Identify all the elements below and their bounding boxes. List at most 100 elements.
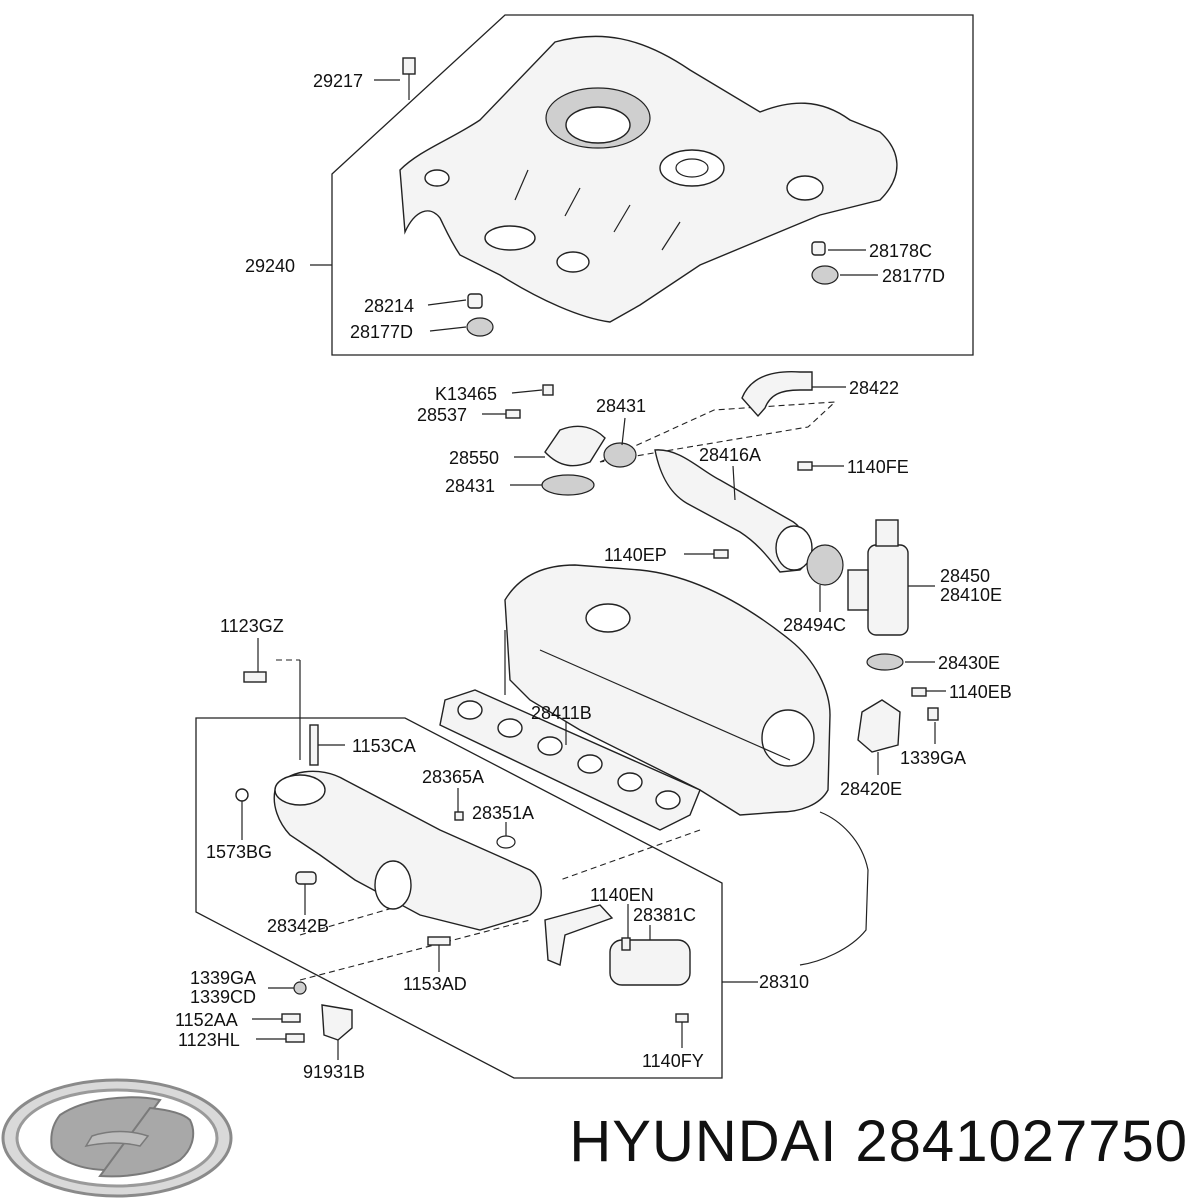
- leader-28177d: [429, 326, 467, 332]
- hyundai-logo-icon: [1, 1078, 233, 1198]
- part-label: 91931B: [303, 1062, 365, 1082]
- part-label: 28422: [849, 378, 899, 398]
- part-label: 28431: [596, 396, 646, 416]
- engine-cover-oil-cap-hole: [565, 106, 631, 144]
- bolt-1140fy-part: [675, 1013, 689, 1023]
- part-label: 1153CA: [352, 736, 416, 756]
- bolt-1123hl-part: [285, 1033, 305, 1043]
- leader-28431: [621, 417, 626, 446]
- leader-28416a: [732, 465, 736, 501]
- gasket-28494c-part: [806, 544, 844, 586]
- part-label: 1140EB: [949, 682, 1012, 702]
- part-label: 1573BG: [206, 842, 272, 862]
- gasket-28431-lower-part: [541, 474, 595, 496]
- intake-manifold-28310-part: [273, 770, 542, 931]
- engine-cover-rib: [613, 204, 631, 233]
- bolt-29217-part: [402, 57, 416, 75]
- grommet-28177d-part: [466, 317, 494, 337]
- seal-28351a-part: [496, 835, 516, 849]
- part-labels: 29217 29240 28214 28177D 28178C 28177D K…: [175, 71, 1012, 1082]
- bracket-28550-part: [544, 425, 606, 467]
- part-label: 1339GA: [190, 968, 256, 988]
- part-label: 1140FE: [847, 457, 909, 477]
- egr-dashed-outline: [599, 401, 837, 463]
- bracket-1140en-part: [544, 904, 614, 966]
- nut-1339ga-part: [927, 707, 939, 721]
- egr-pipe-28420e-part: [857, 699, 901, 753]
- collar-28214-part: [467, 293, 483, 309]
- cylinder-head-port: [585, 603, 631, 633]
- egr-valve-28410e-part: [867, 544, 909, 636]
- manifold-throttle-port: [274, 774, 326, 806]
- part-label: 1339GA: [900, 748, 966, 768]
- part-label: 28177D: [882, 266, 945, 286]
- part-label: 28310: [759, 972, 809, 992]
- part-label: K13465: [435, 384, 497, 404]
- part-label: 1152AA: [175, 1010, 238, 1030]
- leader-k13465: [511, 389, 543, 394]
- part-label: 1140FY: [642, 1051, 704, 1071]
- nut-1339ga-part: [293, 981, 307, 995]
- bracket-91931b-part: [321, 1004, 353, 1041]
- engine-cover-mount-hole: [424, 169, 450, 187]
- part-label: 28178C: [869, 241, 932, 261]
- engine-cover-rib: [514, 169, 529, 201]
- bolt-1140eb-part: [911, 687, 927, 697]
- leader-28214: [427, 299, 467, 306]
- part-label: 28450: [940, 566, 990, 586]
- egr-valve-flange: [847, 569, 869, 611]
- bolt-1140fe-part: [797, 461, 813, 471]
- gasket-port: [577, 754, 603, 774]
- part-label: 28342B: [267, 916, 329, 936]
- bolt-1140en-part: [621, 937, 631, 951]
- part-label: 28494C: [783, 615, 846, 635]
- gasket-28430e-part: [866, 653, 904, 671]
- part-label: 1153AD: [403, 974, 467, 994]
- egr-group: [482, 371, 946, 775]
- engine-block-outline: [799, 811, 869, 966]
- part-label: 1140EP: [604, 545, 667, 565]
- part-label: 28411B: [531, 703, 592, 723]
- part-label: 1123HL: [178, 1030, 240, 1050]
- engine-cover-mount-hole: [556, 251, 590, 273]
- cylinder-head-port: [761, 709, 815, 767]
- part-label: 29217: [313, 71, 363, 91]
- engine-cover-rib: [661, 221, 681, 251]
- part-label: 28416A: [699, 445, 761, 465]
- part-number: 2841027750: [855, 1109, 1188, 1174]
- pin-28342b-part: [295, 871, 317, 885]
- engine-cover-mount-hole: [484, 225, 536, 251]
- cylinder-head-seam: [539, 649, 791, 761]
- cylinder-head-part: [504, 564, 831, 816]
- part-label: 28351A: [472, 803, 534, 823]
- stud-1153ad-part: [427, 936, 451, 946]
- engine-cover-frame: [331, 14, 974, 356]
- engine-cover-rib: [564, 187, 581, 217]
- gasket-port: [617, 772, 643, 792]
- part-label: 29240: [245, 256, 295, 276]
- gasket-28431-part: [603, 442, 637, 468]
- dashed-guide: [559, 829, 701, 881]
- bolt-1152aa-part: [281, 1013, 301, 1023]
- dashed-guide: [299, 919, 531, 981]
- grommet-28177d-part: [811, 265, 839, 285]
- engine-cover-mount-hole: [786, 175, 824, 201]
- part-label: 28214: [364, 296, 414, 316]
- part-label: 1339CD: [190, 987, 256, 1007]
- engine-cover-part: [399, 35, 898, 323]
- gasket-port: [457, 700, 483, 720]
- cylinder-head-group: [439, 564, 869, 966]
- nut-k13465-part: [542, 384, 554, 396]
- part-label: 28431: [445, 476, 495, 496]
- part-label: 28410E: [940, 585, 1002, 605]
- part-label: 28177D: [350, 322, 413, 342]
- egr-cooler-28416a-part: [654, 449, 809, 573]
- egr-cooler-flange: [775, 525, 813, 571]
- stud-1153ca-part: [309, 724, 319, 766]
- intake-manifold-frame: [195, 717, 723, 1079]
- brand-name: HYUNDAI: [569, 1109, 838, 1174]
- intake-manifold-group: [195, 638, 758, 1079]
- part-label: 28381C: [633, 905, 696, 925]
